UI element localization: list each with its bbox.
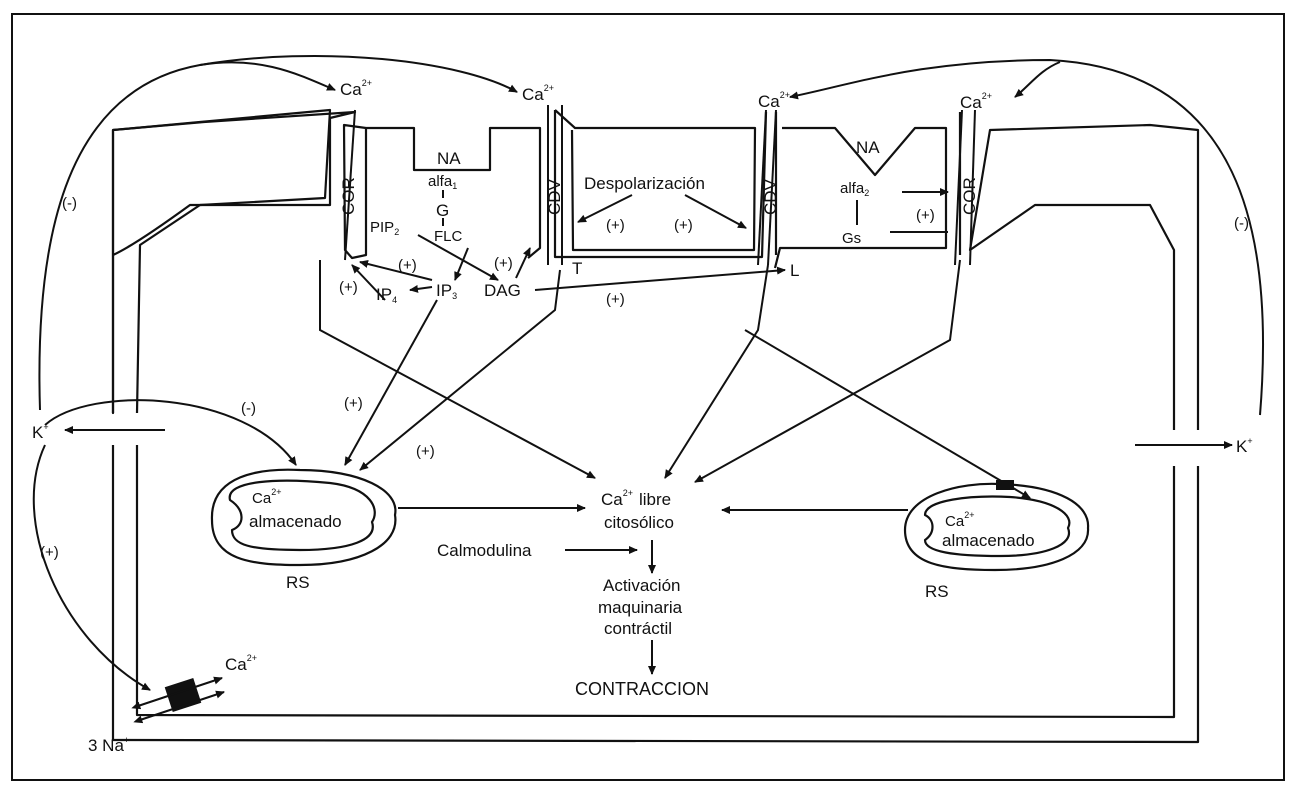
ip3-label: IP3 <box>436 281 457 301</box>
exchanger-na-label: 3 Na+ <box>88 735 129 755</box>
l-channel-label: L <box>790 261 799 280</box>
cor-left-to-free-ca <box>320 260 595 478</box>
activation-line3: contráctil <box>604 619 672 638</box>
ip3-to-pip2-back <box>360 262 432 280</box>
plus-ip4: (+) <box>339 279 358 296</box>
exchanger-ca-label: Ca2+ <box>225 653 257 674</box>
depol-to-right <box>685 195 746 228</box>
plus-dag: (+) <box>494 255 513 272</box>
pip2-label: PIP2 <box>370 219 399 237</box>
rs-right <box>905 480 1088 570</box>
ca-label-3: Ca2+ <box>758 90 790 111</box>
k-to-exchanger <box>34 445 150 690</box>
ip3-to-rs <box>345 300 437 465</box>
k-to-rs-inhibit <box>45 400 296 465</box>
calmodulina-label: Calmodulina <box>437 541 532 560</box>
cdv-right-to-free-ca <box>665 265 768 478</box>
gs-label: Gs <box>842 230 861 247</box>
cor-label-right: COR <box>960 177 979 215</box>
dag-to-cdv <box>516 248 530 278</box>
g-label: G <box>436 201 449 220</box>
cdv-label-center: CDV <box>545 178 564 215</box>
rs-left-label: RS <box>286 573 310 592</box>
plus-depol-left: (+) <box>606 217 625 234</box>
plus-alfa2: (+) <box>916 207 935 224</box>
despolarizacion-label: Despolarización <box>584 174 705 193</box>
cdv-right-to-rs-right <box>745 330 1030 498</box>
contraction-label: CONTRACCION <box>575 679 709 699</box>
cell-membrane-outer <box>113 112 355 413</box>
plus-depol-right: (+) <box>674 217 693 234</box>
alfa1-label: alfa1 <box>428 173 457 191</box>
alfa2-label: alfa2 <box>840 180 869 198</box>
dag-label: DAG <box>484 281 521 300</box>
rs-right-channel <box>996 480 1014 490</box>
rs-right-label: RS <box>925 582 949 601</box>
k-label-right: K+ <box>1236 436 1253 456</box>
plus-ip3-rs: (+) <box>344 395 363 412</box>
flc-label: FLC <box>434 228 463 245</box>
free-ca-line1: Ca2+libre <box>601 488 671 509</box>
plus-dag-l: (+) <box>606 291 625 308</box>
rs-left-stored: almacenado <box>249 512 342 531</box>
ip4-label: IP4 <box>376 285 397 305</box>
free-ca-line2: citosólico <box>604 513 674 532</box>
ip3-to-ip4 <box>410 287 432 290</box>
minus-rs-left: (-) <box>241 400 256 417</box>
na-label-right: NA <box>856 138 880 157</box>
cell-membrane-right <box>970 125 1198 430</box>
cell-membrane-left <box>113 110 330 413</box>
na-label-left: NA <box>437 149 461 168</box>
k-label-left: K+ <box>32 422 49 442</box>
activation-line2: maquinaria <box>598 598 683 617</box>
ca-label-1: Ca2+ <box>340 78 372 99</box>
cor-label-left: COR <box>339 177 358 215</box>
plus-exchanger: (+) <box>40 544 59 561</box>
minus-right: (-) <box>1234 215 1249 232</box>
cor-right-to-free-ca <box>695 260 960 482</box>
activation-line1: Activación <box>603 576 680 595</box>
plus-cdv-rs: (+) <box>416 443 435 460</box>
cdv-label-right: CDV <box>761 178 780 215</box>
ca-label-2: Ca2+ <box>522 83 554 104</box>
flc-to-ip3 <box>455 248 468 280</box>
rs-right-stored: almacenado <box>942 531 1035 550</box>
rs-left-ca: Ca2+ <box>252 487 281 507</box>
minus-left: (-) <box>62 195 77 212</box>
ca-label-4: Ca2+ <box>960 91 992 112</box>
arc-right-to-ca4 <box>1015 62 1060 97</box>
plus-pip: (+) <box>398 257 417 274</box>
t-channel-label: T <box>572 259 582 278</box>
rs-right-ca: Ca2+ <box>945 510 974 530</box>
